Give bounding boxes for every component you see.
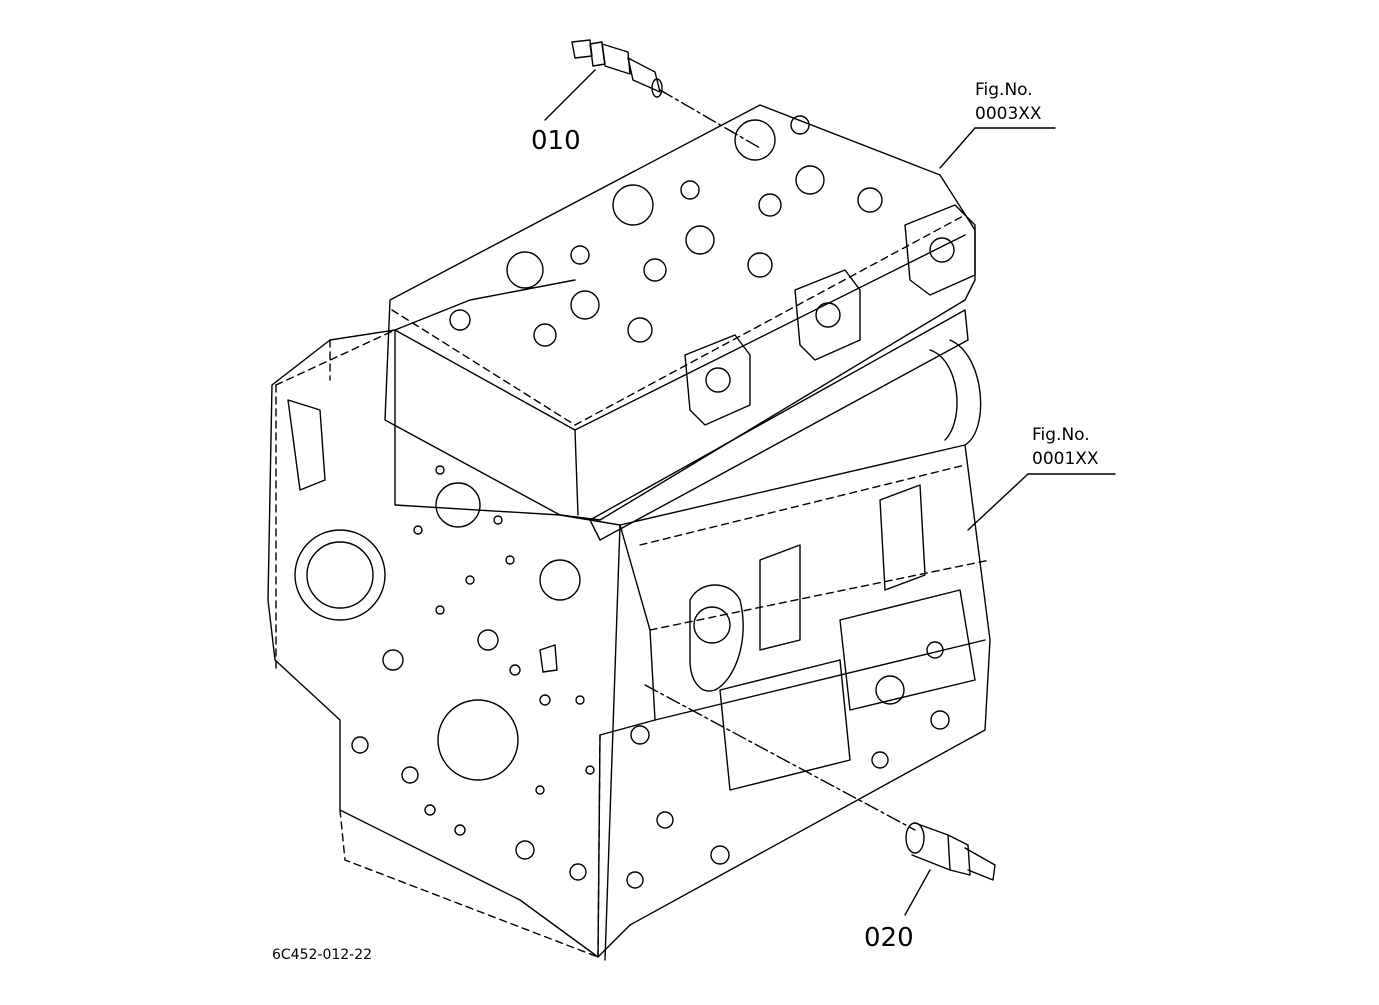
part-010-temperature-sensor[interactable] <box>544 39 663 121</box>
engine-block <box>267 104 991 961</box>
leader-010-axis <box>659 89 761 149</box>
fig-ref-block: Fig.No. 0001XX <box>1032 423 1099 471</box>
fig-ref-head-label: Fig.No. <box>975 80 1033 100</box>
leader-fig-block <box>967 473 1116 531</box>
fig-ref-block-number: 0001XX <box>1032 449 1099 469</box>
leader-020-axis <box>644 684 916 831</box>
callout-020: 020 <box>864 923 914 953</box>
drawing-number: 6C452-012-22 <box>272 947 373 963</box>
callout-010: 010 <box>531 126 581 156</box>
leader-fig-head <box>939 127 1056 169</box>
part-020-oil-pressure-switch[interactable] <box>904 822 996 916</box>
fig-ref-head-number: 0003XX <box>975 104 1042 124</box>
fig-ref-head: Fig.No. 0003XX <box>975 78 1042 126</box>
fig-ref-block-label: Fig.No. <box>1032 425 1090 445</box>
